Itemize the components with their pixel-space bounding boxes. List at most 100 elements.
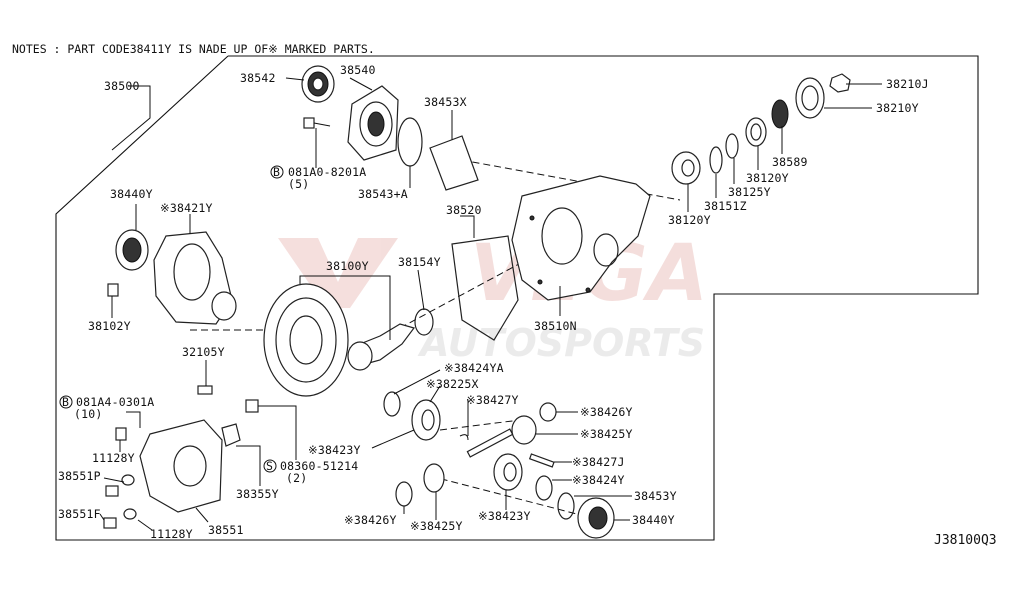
label-38425y-b[interactable]: ※38425Y — [410, 519, 463, 533]
label-38120y-b[interactable]: 38120Y — [668, 213, 711, 227]
label-38426y-a[interactable]: ※38426Y — [580, 405, 633, 419]
label-11128y-b[interactable]: 11128Y — [150, 527, 193, 541]
label-38100y[interactable]: 38100Y — [326, 259, 369, 273]
label-38125y[interactable]: 38125Y — [728, 185, 771, 199]
label-38427y[interactable]: ※38427Y — [466, 393, 519, 407]
bolt-symbol-b-2: B — [62, 395, 69, 409]
label-38551f[interactable]: 38551F — [58, 507, 101, 521]
ring-pinion-gear-38100y[interactable] — [263, 283, 416, 397]
washer-11128y-lower[interactable] — [123, 508, 137, 520]
label-38225x[interactable]: ※38225X — [426, 377, 479, 391]
bearing-38440y-right[interactable] — [577, 497, 615, 539]
label-38440y-a[interactable]: 38440Y — [110, 187, 153, 201]
label-081a0-text: 081A0-8201A — [288, 165, 366, 179]
label-38355y[interactable]: 38355Y — [236, 487, 279, 501]
label-38551[interactable]: 38551 — [208, 523, 244, 537]
label-38440y-b[interactable]: 38440Y — [632, 513, 675, 527]
bearing-38120y-left[interactable] — [671, 151, 701, 185]
label-081a0-qty: (5) — [288, 177, 309, 191]
label-38542[interactable]: 38542 — [240, 71, 276, 85]
label-38102y[interactable]: 38102Y — [88, 319, 131, 333]
side-retainer-38540[interactable] — [347, 85, 399, 161]
label-38427j[interactable]: ※38427J — [572, 455, 625, 469]
pinion-gear-38425y-left[interactable] — [423, 463, 445, 493]
rear-cover-38551[interactable] — [139, 419, 223, 513]
label-08360-51214[interactable]: S 08360-51214 (2) — [263, 459, 358, 485]
gasket-38453x[interactable] — [429, 135, 479, 191]
label-081a0-8201a[interactable]: B 081A0-8201A (5) — [270, 165, 366, 191]
seal-38453y[interactable] — [557, 492, 575, 520]
bolt-38102y[interactable] — [107, 283, 119, 297]
label-38543a[interactable]: 38543+A — [358, 187, 408, 201]
label-08360-qty: (2) — [286, 471, 307, 485]
leader-lines — [99, 77, 882, 531]
spacer-38151z[interactable] — [709, 146, 723, 174]
diagram-ref-code: J38100Q3 — [934, 533, 997, 548]
stud-32105y[interactable] — [197, 385, 213, 395]
seal-38589[interactable] — [771, 99, 789, 129]
o-ring-38543a[interactable] — [397, 117, 423, 167]
watermark-v-logo — [278, 238, 398, 308]
label-081a4-0301a[interactable]: B 081A4-0301A (10) — [59, 395, 154, 421]
bolt-08360-51214[interactable] — [245, 399, 259, 413]
label-32105y[interactable]: 32105Y — [182, 345, 225, 359]
washer-38426y-right[interactable] — [539, 402, 557, 422]
bolt-081a0-8201a[interactable] — [303, 117, 331, 129]
bolt-081a4-0301a[interactable] — [115, 427, 127, 441]
axis-line-pin — [439, 419, 521, 431]
plug-38551p[interactable] — [105, 485, 119, 497]
label-08360-text: 08360-51214 — [280, 459, 358, 473]
bolt-symbol-b: B — [273, 165, 280, 179]
carrier-housing-38510n[interactable] — [511, 175, 651, 301]
differential-case-38421y[interactable] — [153, 231, 237, 325]
label-11128y-a[interactable]: 11128Y — [92, 451, 135, 465]
plate-38355y[interactable] — [221, 423, 241, 447]
label-38423y-b[interactable]: ※38423Y — [478, 509, 531, 523]
pinion-shaft-38427y[interactable] — [466, 428, 514, 458]
pinion-gear-38425y-right[interactable] — [511, 415, 537, 445]
washer-38424ya[interactable] — [383, 391, 401, 417]
plug-38551f[interactable] — [103, 517, 117, 529]
flange-38210y[interactable] — [795, 77, 825, 119]
oil-seal-38542[interactable] — [301, 65, 335, 103]
assembly-frame — [55, 55, 979, 541]
label-081a4-text: 081A4-0301A — [76, 395, 154, 409]
label-38426y-b[interactable]: ※38426Y — [344, 513, 397, 527]
label-38500[interactable]: 38500 — [104, 79, 140, 93]
label-38154y[interactable]: 38154Y — [398, 255, 441, 269]
label-38540[interactable]: 38540 — [340, 63, 376, 77]
label-38210y[interactable]: 38210Y — [876, 101, 919, 115]
side-gear-38423y-left[interactable] — [411, 399, 441, 441]
pin-38427j[interactable] — [528, 453, 555, 468]
watermark-text-sub: AUTOSPORTS — [417, 321, 705, 365]
bearing-38440y-left[interactable] — [115, 229, 149, 271]
label-38424y[interactable]: ※38424Y — [572, 473, 625, 487]
label-081a4-qty: (10) — [74, 407, 103, 421]
label-38520[interactable]: 38520 — [446, 203, 482, 217]
label-38589[interactable]: 38589 — [772, 155, 808, 169]
washer-11128y-upper[interactable] — [121, 474, 135, 486]
label-38421y[interactable]: ※38421Y — [160, 201, 213, 215]
label-38423y-a[interactable]: ※38423Y — [308, 443, 361, 457]
gasket-38520[interactable] — [451, 235, 519, 341]
bearing-38120y-right[interactable] — [745, 117, 767, 147]
label-38151z[interactable]: 38151Z — [704, 199, 747, 213]
label-38425y-a[interactable]: ※38425Y — [580, 427, 633, 441]
side-gear-38423y-right[interactable] — [493, 453, 523, 491]
label-38453y[interactable]: 38453Y — [634, 489, 677, 503]
notes-text: NOTES : PART CODE38411Y IS NADE UP OF※ M… — [12, 42, 375, 56]
label-38424ya[interactable]: ※38424YA — [444, 361, 504, 375]
nut-38210j[interactable] — [829, 73, 851, 93]
label-38120y-a[interactable]: 38120Y — [746, 171, 789, 185]
washer-38426y-left[interactable] — [395, 481, 413, 507]
label-38551p[interactable]: 38551P — [58, 469, 101, 483]
lock-pin-38225x[interactable] — [459, 434, 469, 441]
label-38510n[interactable]: 38510N — [534, 319, 577, 333]
label-38210j[interactable]: 38210J — [886, 77, 929, 91]
screw-symbol-s: S — [266, 459, 273, 473]
washer-38125y[interactable] — [725, 133, 739, 159]
washer-38424y[interactable] — [535, 475, 553, 501]
label-38453x[interactable]: 38453X — [424, 95, 467, 109]
